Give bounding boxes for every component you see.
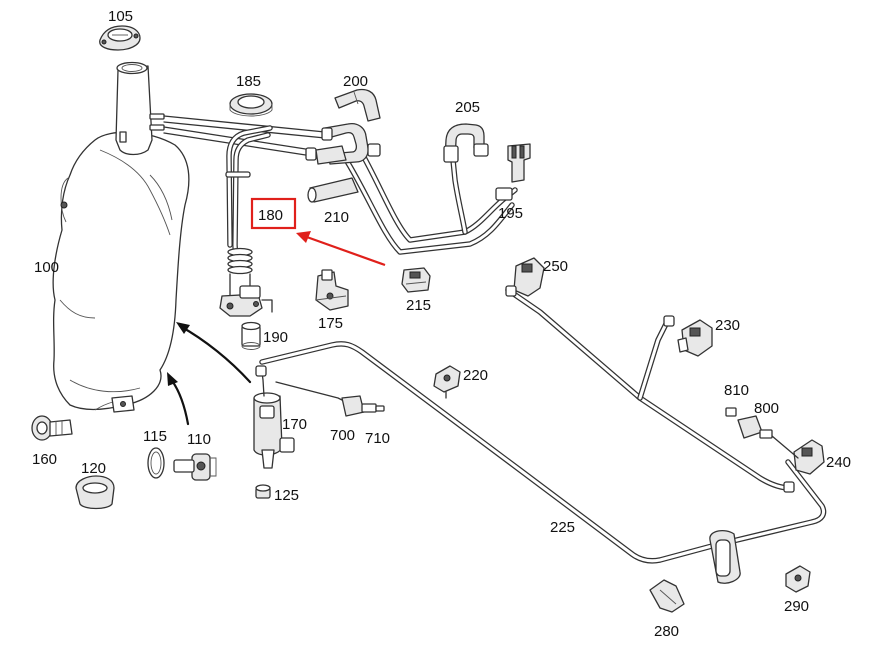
part-240-nozzle [793,439,825,475]
part-175-bracket [315,269,349,311]
part-280-clip [649,579,685,613]
part-115-o-ring [147,447,165,479]
label-220: 220 [463,367,488,384]
part-190-sleeve [241,321,261,350]
part-210-hose [307,177,359,203]
part-125-plug [255,484,271,499]
label-240: 240 [826,454,851,471]
label-200: 200 [343,73,368,90]
label-230: 230 [715,317,740,334]
label-170: 170 [282,416,307,433]
label-250: 250 [543,258,568,275]
label-175: 175 [318,315,343,332]
label-105: 105 [108,8,133,25]
part-105-cap [99,25,141,51]
label-100: 100 [34,259,59,276]
part-180-coiled-hose [219,125,273,317]
label-710: 710 [365,430,390,447]
label-215: 215 [406,297,431,314]
part-120-grommet [75,475,115,510]
part-215-clip [401,267,431,293]
part-700-710-valve [275,381,385,417]
part-230-nozzle [677,319,713,357]
part-205-hose [443,123,489,163]
label-190: 190 [263,329,288,346]
label-160: 160 [32,451,57,468]
part-195-connector [495,143,531,201]
part-labels: 105 185 200 205 210 195 180 100 215 175 … [32,8,851,640]
highlight-180 [250,197,386,267]
label-225: 225 [550,519,575,536]
label-210: 210 [324,209,349,226]
leader-arrows [167,322,252,426]
label-800: 800 [754,400,779,417]
part-170-pump [253,365,295,469]
part-160-push-pin [31,415,73,441]
label-115: 115 [143,428,167,445]
hose-connectors-mid [305,122,381,165]
label-290: 290 [784,598,809,615]
label-110: 110 [187,431,211,448]
label-205: 205 [455,99,480,116]
label-280: 280 [654,623,679,640]
part-110-level-sensor [173,453,217,481]
line-grommet [709,529,741,584]
label-120: 120 [81,460,106,477]
label-700: 700 [330,427,355,444]
part-250-nozzle [505,257,545,297]
label-125: 125 [274,487,299,504]
part-200-elbow-hose [334,88,381,122]
part-225-washer-line [259,287,827,564]
label-195: 195 [498,205,523,222]
part-220-clip [433,365,461,399]
part-100-reservoir [52,61,190,413]
part-185-grommet [229,93,273,117]
label-810: 810 [724,382,749,399]
part-290-clip [785,565,811,593]
label-185: 185 [236,73,261,90]
part-800-810-check-valve [725,407,799,459]
label-180: 180 [258,207,283,224]
